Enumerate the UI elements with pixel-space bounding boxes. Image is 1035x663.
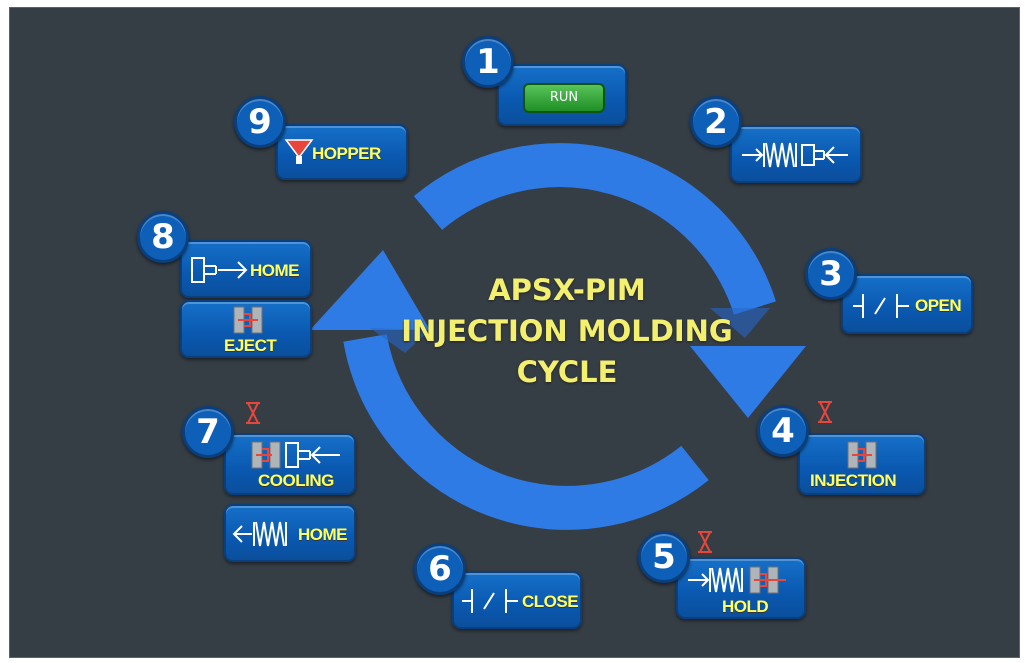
mold-cylinder-icon (251, 441, 340, 469)
cycle-arrow-upper (413, 143, 776, 315)
title-line-1: APSX-PIM (488, 273, 646, 307)
mold-icon (847, 441, 877, 469)
cycle-arrow-lower (343, 334, 709, 530)
injection-home-button[interactable]: HOME (224, 504, 356, 562)
cycle-panel: APSX-PIM INJECTION MOLDING CYCLE RUN 1 2 (9, 7, 1020, 658)
cycle-arrowhead-left (310, 250, 430, 330)
switch-icon (462, 589, 518, 613)
close-label: CLOSE (522, 592, 579, 611)
cycle-arrowhead-right (690, 346, 806, 418)
ejector-home-button[interactable]: HOME (180, 240, 312, 298)
injection-timer-icon (818, 401, 832, 423)
run-button[interactable]: RUN (523, 83, 605, 113)
cycle-arrow (310, 143, 806, 530)
hold-label: HOLD (722, 597, 769, 616)
step-number-5: 5 (638, 531, 690, 583)
cooling-label: COOLING (258, 471, 334, 490)
spring-retract-icon (232, 521, 287, 547)
hopper-icon (284, 139, 314, 164)
title-line-3: CYCLE (516, 355, 618, 389)
open-label: OPEN (915, 296, 962, 315)
ejector-home-label: HOME (250, 261, 300, 280)
cylinder-advance-icon (191, 257, 248, 283)
step-number-7: 7 (182, 406, 234, 458)
injection-button[interactable]: INJECTION (798, 433, 926, 495)
step-number-3: 3 (805, 248, 857, 300)
step-number-6: 6 (414, 543, 466, 595)
open-button[interactable]: OPEN (841, 274, 973, 334)
step-number-1: 1 (462, 36, 514, 88)
injection-label: INJECTION (810, 471, 897, 490)
injection-advance-button[interactable] (730, 125, 862, 183)
hold-button[interactable]: HOLD (676, 557, 806, 619)
step-number-4: 4 (757, 405, 809, 457)
eject-label: EJECT (224, 336, 277, 355)
switch-icon (853, 294, 909, 318)
cooling-timer-icon (246, 402, 260, 424)
eject-button[interactable]: EJECT (180, 300, 312, 358)
step-number-9: 9 (234, 96, 286, 148)
run-step-button[interactable]: RUN (497, 64, 627, 126)
spring-mold-icon (688, 566, 786, 594)
spring-cylinder-icon (742, 142, 848, 168)
hopper-label: HOPPER (312, 144, 381, 163)
mold-icon (233, 306, 263, 334)
cooling-button[interactable]: COOLING (224, 433, 356, 495)
cycle-title: APSX-PIM INJECTION MOLDING CYCLE (400, 270, 734, 393)
close-button[interactable]: CLOSE (452, 571, 582, 629)
hopper-button[interactable]: HOPPER (276, 124, 408, 180)
injection-home-label: HOME (298, 525, 348, 544)
step-number-8: 8 (137, 211, 189, 263)
hold-timer-icon (698, 531, 712, 553)
title-line-2: INJECTION MOLDING (401, 314, 733, 348)
step-number-2: 2 (690, 96, 742, 148)
